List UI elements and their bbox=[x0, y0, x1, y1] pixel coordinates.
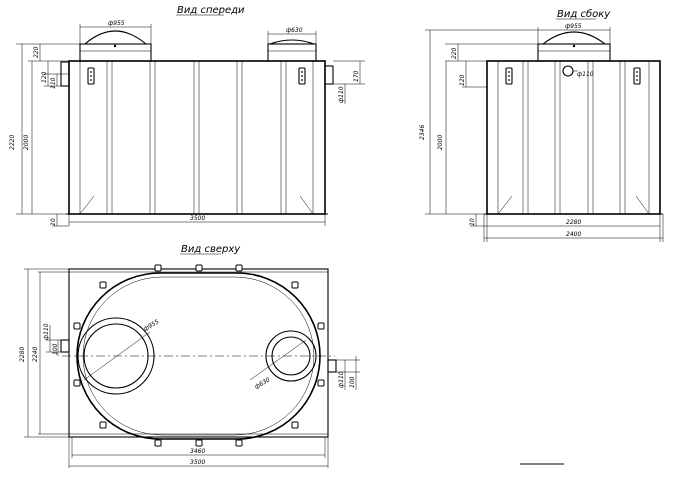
front-feet bbox=[79, 195, 314, 215]
front-dim-top-220: 220 bbox=[33, 46, 40, 58]
front-tank-ribs bbox=[79, 61, 314, 214]
front-dim-pipe-110: 110 bbox=[50, 77, 57, 89]
top-view-title: Вид сверху bbox=[181, 244, 241, 255]
front-hatch-large bbox=[79, 30, 152, 62]
side-dim-top-220: 220 bbox=[451, 47, 458, 59]
top-dim-right-110: ф110 bbox=[338, 371, 345, 388]
front-pipe-outlet bbox=[324, 65, 334, 85]
top-hatch-large bbox=[77, 317, 155, 395]
front-dim-base-10: 10 bbox=[50, 218, 57, 226]
top-dim-big-hatch: ф955 bbox=[143, 318, 161, 332]
side-dim-pipe-120: 120 bbox=[459, 74, 466, 86]
top-pipe-left bbox=[60, 339, 70, 353]
side-dim-base-10: 10 bbox=[469, 218, 476, 226]
front-lug-right bbox=[298, 67, 306, 85]
side-lug-right bbox=[633, 67, 641, 85]
top-dim-small-hatch: ф630 bbox=[254, 376, 272, 390]
front-hatch-small bbox=[267, 39, 317, 62]
side-view: Вид сбоку ф110 bbox=[419, 8, 664, 242]
side-dim-pipe: ф110 bbox=[577, 71, 594, 78]
front-dim-right-170: 170 bbox=[353, 70, 360, 82]
top-dim-inner-length: 3460 bbox=[190, 448, 205, 455]
side-dim-total-height: 2346 bbox=[419, 125, 426, 140]
top-dim-outer-height: 2280 bbox=[19, 347, 26, 362]
top-dim-left-110: ф110 bbox=[43, 323, 50, 340]
front-dim-cover-left: ф955 bbox=[108, 20, 125, 27]
side-view-title: Вид сбоку bbox=[557, 8, 611, 20]
side-pipe-circle bbox=[562, 65, 574, 77]
side-dim-inner-width: 2280 bbox=[566, 219, 581, 226]
top-view: Вид сверху bbox=[19, 244, 360, 468]
top-dim-outer-length: 3500 bbox=[190, 459, 205, 466]
top-dim-inner-height: 2240 bbox=[32, 347, 39, 362]
front-lug-left bbox=[87, 67, 95, 85]
side-dim-cover: ф955 bbox=[565, 23, 582, 30]
front-dim-body-height: 2000 bbox=[23, 135, 30, 150]
front-dim-cover-right: ф630 bbox=[286, 27, 303, 34]
side-dim-outer-width: 2400 bbox=[566, 231, 581, 238]
top-tank-outline bbox=[76, 272, 321, 440]
top-perimeter-knobs bbox=[73, 264, 325, 447]
top-base-frame bbox=[68, 268, 329, 438]
side-dim-body-height: 2000 bbox=[437, 135, 444, 150]
front-dim-length: 3500 bbox=[190, 215, 205, 222]
top-dim-right-100: 100 bbox=[349, 376, 356, 388]
side-lug-left bbox=[505, 67, 513, 85]
top-hatch-small bbox=[265, 330, 317, 382]
front-view-title: Вид спереди bbox=[177, 5, 245, 16]
top-dim-left-100: 100 bbox=[52, 343, 59, 355]
front-tank-body bbox=[68, 60, 326, 215]
front-dim-total-height: 2220 bbox=[9, 135, 16, 150]
side-hatch bbox=[537, 31, 611, 62]
front-view: Вид спереди bbox=[9, 5, 365, 227]
front-dim-pipe-120: 120 bbox=[41, 71, 48, 83]
side-tank-ribs bbox=[497, 61, 650, 214]
top-pipe-right bbox=[327, 359, 337, 373]
front-dim-right-110: ф110 bbox=[338, 86, 345, 103]
